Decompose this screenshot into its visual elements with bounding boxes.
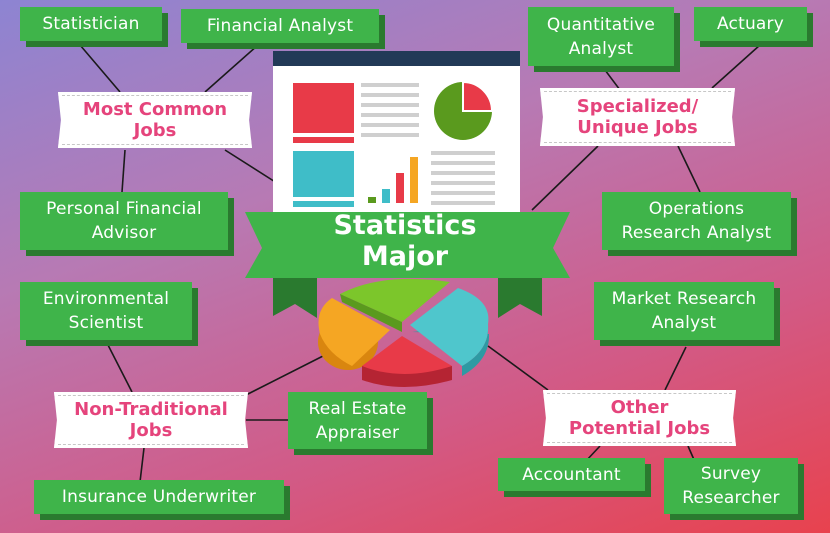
- statistics-major-banner: [245, 212, 570, 318]
- job-quantitative-analyst: Quantitative Analyst: [528, 7, 674, 66]
- job-operations-research-analyst: Operations Research Analyst: [602, 192, 791, 250]
- job-market-research-analyst: Market Research Analyst: [594, 282, 774, 340]
- chart-board-illustration: [273, 51, 520, 216]
- center-title: Statistics Major: [333, 210, 477, 272]
- category-specialized-unique-jobs: Specialized/ Unique Jobs: [540, 88, 735, 146]
- link-personal-financial-advisor: [121, 149, 126, 193]
- category-other-potential-jobs: Other Potential Jobs: [543, 390, 736, 446]
- link-insurance-underwriter: [139, 447, 145, 483]
- link-operations-research: [677, 145, 701, 193]
- pie-slice-red: [362, 336, 452, 374]
- pie-slice-teal-side: [412, 324, 490, 376]
- pie-slice-orange: [318, 298, 390, 366]
- link-statistician: [79, 44, 121, 93]
- pie-slice-green: [340, 278, 450, 322]
- job-environmental-scientist: Environmental Scientist: [20, 282, 192, 340]
- link-quantitative-analyst: [604, 69, 621, 91]
- link-other-center: [487, 345, 549, 391]
- link-non-traditional-center: [245, 354, 326, 396]
- job-insurance-underwriter: Insurance Underwriter: [34, 480, 284, 514]
- link-actuary: [711, 44, 761, 89]
- job-real-estate-appraiser: Real Estate Appraiser: [288, 392, 427, 449]
- link-market-research: [664, 346, 687, 391]
- job-survey-researcher: Survey Researcher: [664, 458, 798, 514]
- link-specialized-center: [531, 145, 599, 211]
- job-statistician: Statistician: [20, 7, 162, 41]
- job-personal-financial-advisor: Personal Financial Advisor: [20, 192, 228, 250]
- link-environmental-scientist: [107, 344, 133, 393]
- job-financial-analyst: Financial Analyst: [181, 9, 379, 43]
- pie-slice-teal: [410, 288, 489, 366]
- link-financial-analyst: [204, 44, 259, 93]
- category-most-common-jobs: Most Common Jobs: [58, 92, 252, 148]
- job-actuary: Actuary: [694, 7, 807, 41]
- category-non-traditional-jobs: Non-Traditional Jobs: [54, 392, 248, 448]
- job-accountant: Accountant: [498, 458, 645, 491]
- pie-chart-illustration: [318, 278, 490, 387]
- link-most-common-center: [224, 149, 281, 186]
